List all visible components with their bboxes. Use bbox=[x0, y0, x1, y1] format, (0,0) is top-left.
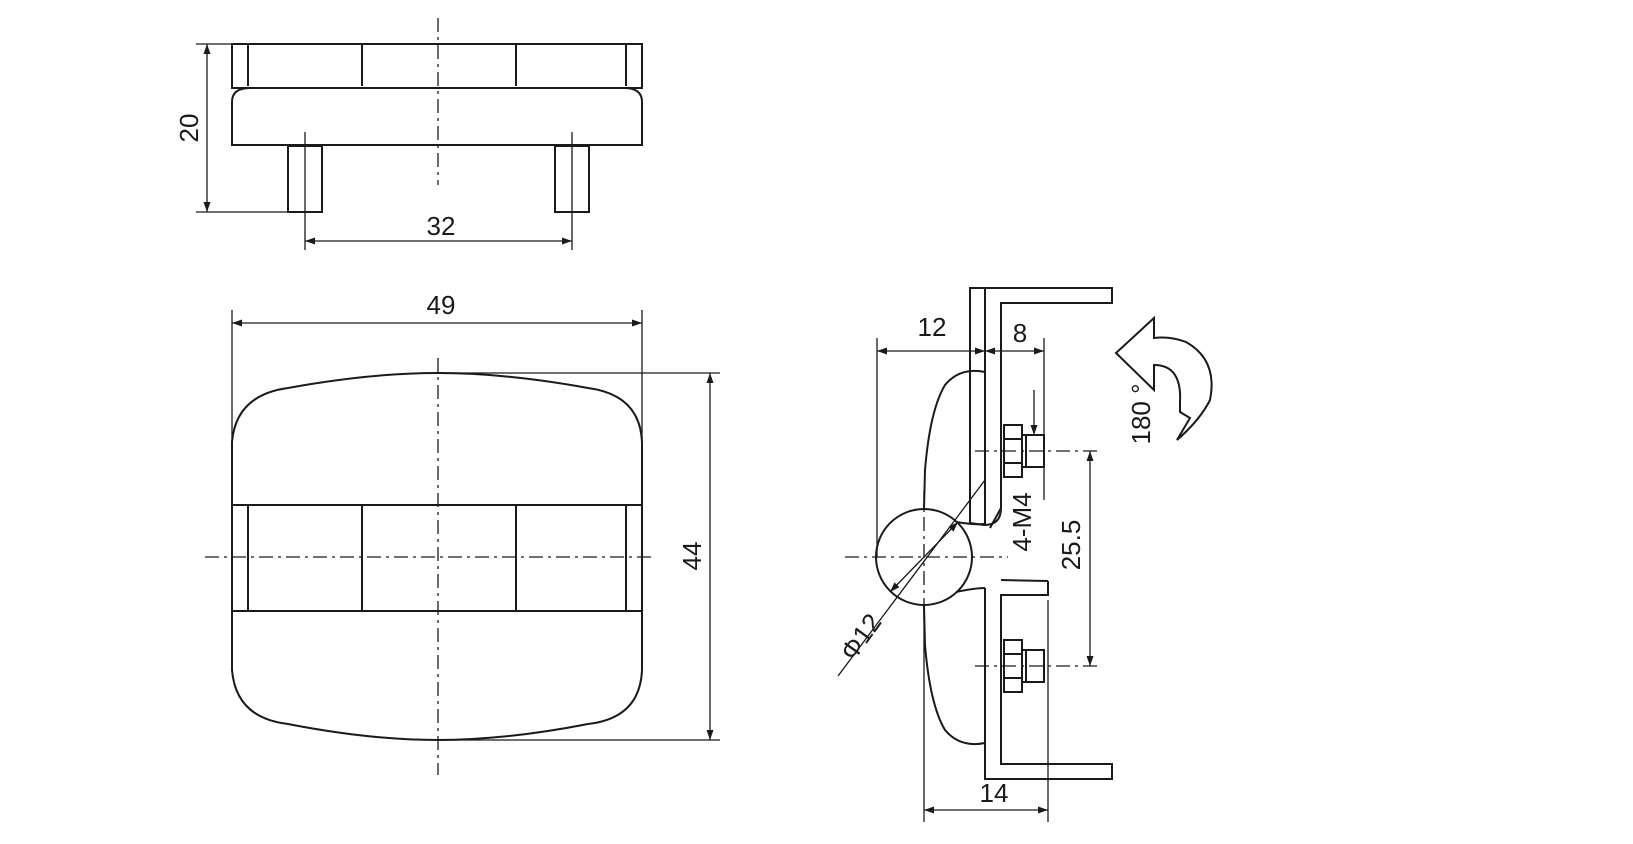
dim-knuckle-diameter: Φ12 bbox=[834, 608, 887, 666]
dim-screw-spacing: 25.5 bbox=[1056, 520, 1086, 571]
side-view bbox=[196, 18, 643, 250]
dim-pin-spacing: 32 bbox=[427, 211, 456, 241]
dim-knuckle-offset: 12 bbox=[918, 312, 947, 342]
dim-height-side: 20 bbox=[174, 114, 204, 143]
curved-arrow-icon bbox=[1114, 315, 1213, 441]
dim-width-front: 49 bbox=[427, 290, 456, 320]
dim-rotation: 180 ° bbox=[1126, 383, 1156, 444]
dim-leaf-depth: 14 bbox=[980, 778, 1009, 808]
dim-thread: 4-M4 bbox=[1007, 492, 1037, 551]
section-view bbox=[837, 287, 1113, 822]
dim-height-front: 44 bbox=[677, 542, 707, 571]
dim-leaf-offset: 8 bbox=[1013, 318, 1027, 348]
front-view bbox=[205, 310, 720, 775]
